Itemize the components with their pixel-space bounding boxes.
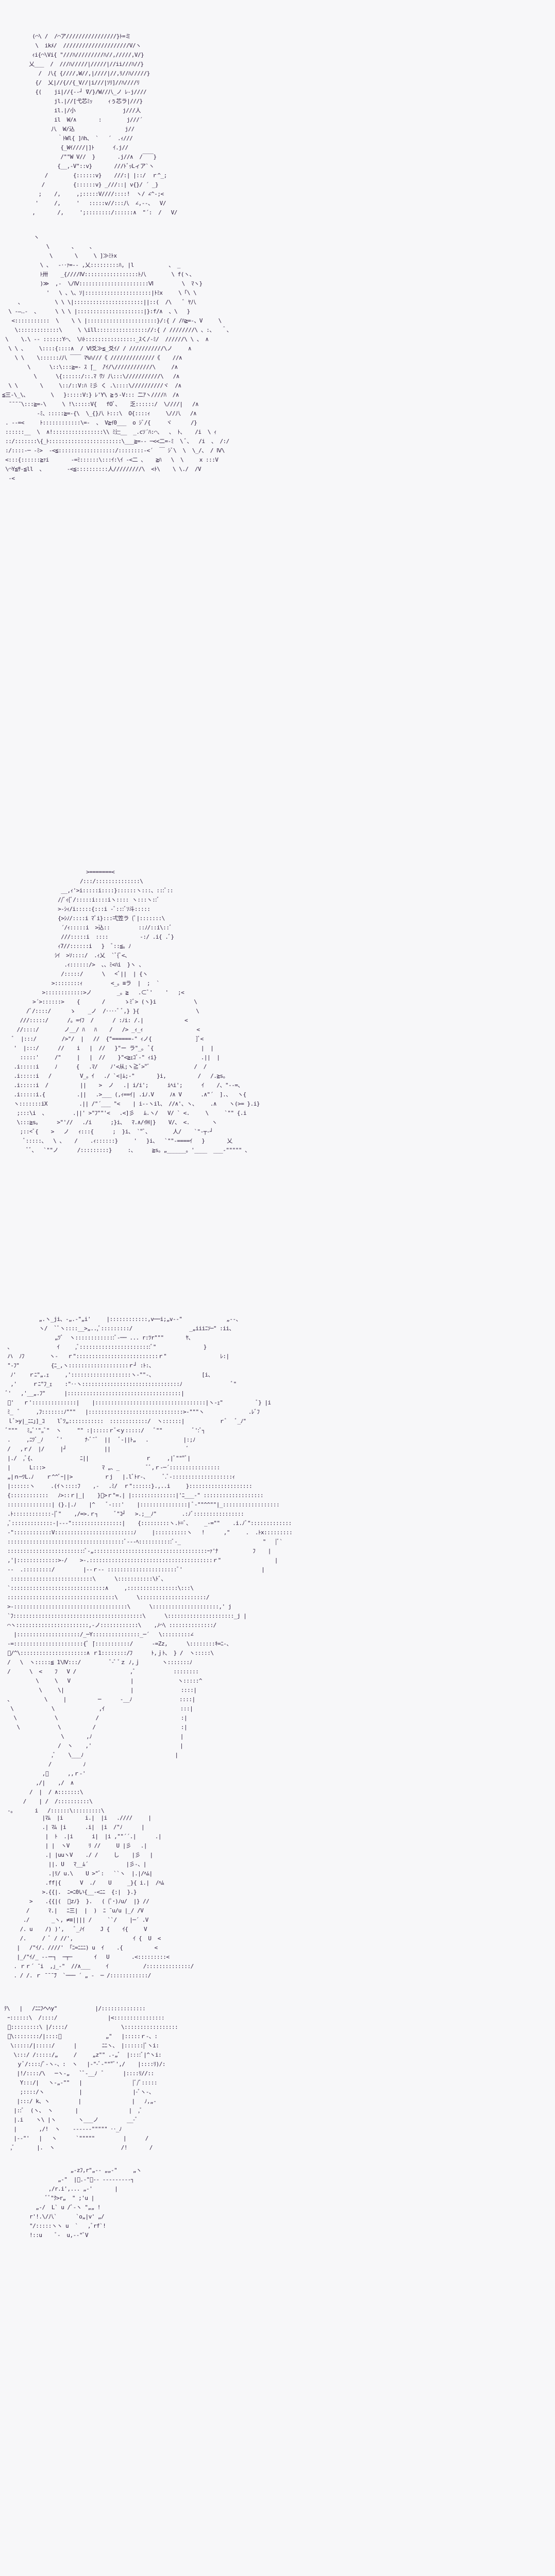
ascii-art-character-3: ::::::::::::::::::::::::::\ \:::::::::::… (4, 1575, 247, 1814)
ascii-art-character-4: |ﾏﾑ |i i.| |i .//// | .| ﾏﾑ |i .i| |i /"… (13, 1815, 194, 1979)
ascii-art-character-5: ﾃ\ | /ﾆﾆﾌヘﾍy" |/:::::::::::::: ｰ::::::\ … (4, 2005, 178, 2151)
ascii-art-character-6: „-zﾌ,r"„-‐ „„‐" „ヽ „‐" |ﾞ.-"ﾞ-- --------… (29, 2167, 142, 2239)
ascii-art-battle-scene: ヽ \ 、 、 \ \ \ ]≫ﾐﾄx \ 、 -‥ｧ=-- ,乂:::::::… (2, 233, 293, 2239)
ascii-art-group-scene: „.ヽ_ji、-„.-"„i' |::::::::::::,v──i;„v‐‐"… (4, 1316, 293, 1573)
ascii-art-character-2: >=======< /:::/::::::::::::::\ __,ｨ'>i::… (10, 869, 260, 1154)
ascii-art-character-1: (⌒\ / /⌒ア////////////////}ﾄ=ミ \ ikﾒ/ ///… (29, 33, 177, 216)
